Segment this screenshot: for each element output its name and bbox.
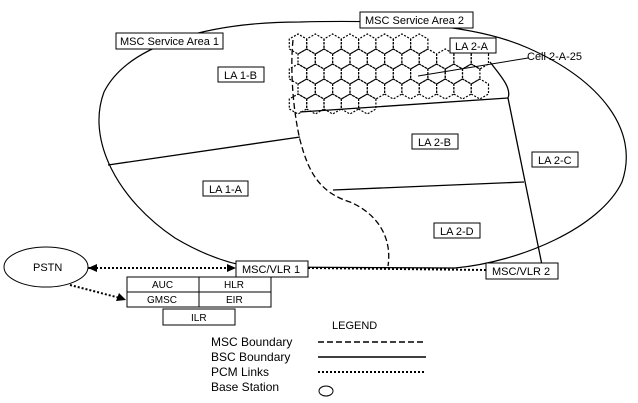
pstn-label: PSTN <box>33 262 62 274</box>
msc-area-2-box <box>359 11 474 29</box>
la-1b-label: LA 1-B <box>224 70 257 82</box>
cell-hexagon <box>453 78 472 100</box>
pcm-link-arrowhead-right <box>227 264 236 272</box>
legend-msc-boundary-label: MSC Boundary <box>211 335 292 349</box>
msc-vlr-2-label: MSC/VLR 2 <box>492 266 550 278</box>
auc-label: AUC <box>152 280 173 291</box>
cell-hexagon <box>306 93 325 115</box>
cell-hexagon <box>332 48 351 70</box>
msc-vlr-1-label: MSC/VLR 1 <box>242 264 300 276</box>
cell-hexagon <box>323 93 342 115</box>
la-2b-box <box>411 133 459 150</box>
msc-area-2-label: MSC Service Area 2 <box>365 15 464 27</box>
ilr-box <box>162 308 236 326</box>
legend-base-station-label: Base Station <box>211 380 279 394</box>
cell-hexagon <box>436 78 455 100</box>
cell-hexagon <box>332 78 351 100</box>
la-1a-label: LA 1-A <box>209 184 243 196</box>
bsc-boundary-top <box>299 97 509 113</box>
la-2d-label: LA 2-D <box>440 226 474 238</box>
la-2b-label: LA 2-B <box>418 137 451 149</box>
cell-hexagon <box>470 78 490 100</box>
cell-hexagon <box>288 63 308 85</box>
cell-hexagon <box>384 78 403 100</box>
cell-hexagon <box>401 78 420 100</box>
cell-hexagon <box>375 63 394 85</box>
la-1b-box <box>217 66 265 83</box>
pcm-link-msc1-msc2 <box>307 267 487 271</box>
pcm-link-arrowhead-left <box>88 264 97 272</box>
la-2d-box <box>433 222 481 239</box>
la-2c-label: LA 2-C <box>538 155 572 167</box>
ilr-label: ILR <box>191 313 207 324</box>
bsc-boundary-la2b-la2d <box>332 181 525 191</box>
cell-hexagon <box>340 93 360 115</box>
msc-vlr-2-box <box>485 262 559 280</box>
cell-hexagon <box>418 48 438 70</box>
cell-hexagon <box>288 93 308 115</box>
legend-pcm-links-label: PCM Links <box>211 365 269 379</box>
bsc-boundary-la1b-la1a <box>107 136 301 166</box>
eir-box <box>198 291 272 308</box>
la-2c-box <box>531 151 579 168</box>
la-2a-label: LA 2-A <box>455 41 489 53</box>
legend-bsc-boundary-label: BSC Boundary <box>211 350 290 364</box>
la-2a-box <box>449 37 497 54</box>
msc-area-1-label: MSC Service Area 1 <box>120 36 219 48</box>
msc-vlr-1-box <box>235 260 309 278</box>
legend-title: LEGEND <box>332 320 377 332</box>
legend-base-station-swatch <box>318 385 334 397</box>
msc-service-area-outline <box>98 20 627 269</box>
pcm-link-pstn-gmsc <box>69 284 125 300</box>
cell-hexagon <box>418 78 438 100</box>
hlr-label: HLR <box>224 280 244 291</box>
cell-callout-line <box>417 57 529 77</box>
bsc-boundary-right <box>489 61 543 266</box>
cell-hexagon <box>461 63 481 85</box>
cell-hexagon <box>358 93 377 115</box>
cell-label: Cell 2-A-25 <box>527 51 582 63</box>
msc-area-1-box <box>115 32 224 50</box>
msc-boundary-line <box>291 39 390 267</box>
gmsc-label: GMSC <box>147 295 177 306</box>
cell-hexagon <box>375 33 394 55</box>
la-1a-box <box>202 180 249 197</box>
pcm-link-arrowhead-gmsc <box>116 293 126 301</box>
eir-label: EIR <box>226 295 243 306</box>
cell-hexagon <box>288 33 308 55</box>
